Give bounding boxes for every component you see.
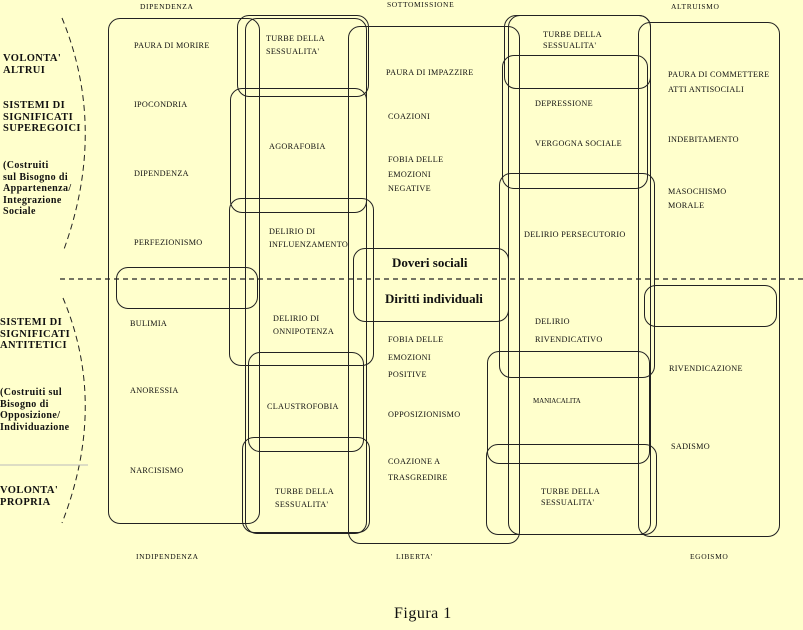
figure-caption: Figura 1 — [394, 605, 452, 622]
label-vergogna-sociale: VERGOGNA SOCIALE — [535, 139, 622, 148]
group-agorafobia — [230, 88, 367, 213]
group-depressione — [502, 55, 648, 189]
label-delirio-rivendicativo: DELIRIO RIVENDICATIVO — [535, 317, 603, 344]
group-delirio-persecutorio — [499, 173, 655, 378]
label-agorafobia: AGORAFOBIA — [269, 142, 326, 151]
group-claustrofobia — [248, 352, 364, 452]
axis-bottom-indipendenza: INDIPENDENZA — [136, 552, 199, 561]
label-paura-di-impazzire: PAURA DI IMPAZZIRE — [386, 68, 474, 77]
label-turbe-top-right: TURBE DELLA SESSUALITA' — [543, 30, 603, 50]
label-turbe-top-left: TURBE DELLA SESSUALITA' — [266, 34, 326, 56]
column-box-center — [348, 26, 520, 544]
label-masochismo-morale: MASOCHISMO MORALE — [668, 187, 727, 210]
label-narcisismo: NARCISISMO — [130, 466, 184, 475]
label-indebitamento: INDEBITAMENTO — [668, 135, 739, 144]
diritti-individuali: Diritti individuali — [385, 291, 483, 306]
costruiti-appartenenza: (Costruiti sul Bisogno di Appartenenza/ … — [3, 160, 72, 217]
label-delirio-persecutorio: DELIRIO PERSECUTORIO — [524, 230, 626, 239]
label-delirio-onnipotenza: DELIRIO DI ONNIPOTENZA — [273, 314, 335, 336]
label-rivendicazione: RIVENDICAZIONE — [669, 364, 743, 373]
label-depressione: DEPRESSIONE — [535, 99, 593, 108]
label-turbe-bottom-left: TURBE DELLA SESSUALITA' — [275, 487, 335, 509]
label-anoressia: ANORESSIA — [130, 386, 179, 395]
label-dipendenza: DIPENDENZA — [134, 169, 189, 178]
label-delirio-influenzamento: DELIRIO DI INFLUENZAMENTO — [269, 227, 349, 249]
group-rivendicazione-top — [644, 285, 777, 327]
column-box-left — [108, 18, 260, 524]
sistemi-antitetici: SISTEMI DI SIGNIFICATI ANTITETICI — [0, 317, 71, 351]
group-turbe-bottom-right — [486, 444, 657, 535]
column-box-center-left — [245, 18, 367, 534]
group-turbe-top-right — [504, 15, 651, 89]
axis-bottom-egoismo: EGOISMO — [690, 552, 729, 561]
label-paura-atti-antisociali: PAURA DI COMMETTERE ATTI ANTISOCIALI — [668, 70, 770, 94]
label-maniacalita: MANIACALITA — [533, 397, 581, 405]
axis-top-dipendenza: DIPENDENZA — [140, 2, 194, 11]
costruiti-opposizione: (Costruiti sul Bisogno di Opposizione/ I… — [0, 387, 70, 433]
volonta-propria: VOLONTA' PROPRIA — [0, 485, 59, 508]
label-turbe-bottom-right: TURBE DELLA SESSUALITA' — [541, 487, 601, 507]
label-opposizionismo: OPPOSIZIONISMO — [388, 410, 461, 419]
label-coazioni: COAZIONI — [388, 112, 430, 121]
label-perfezionismo: PERFEZIONISMO — [134, 238, 203, 247]
label-sadismo: SADISMO — [671, 442, 710, 451]
label-ipocondria: IPOCONDRIA — [134, 100, 188, 109]
group-turbe-top-left — [237, 15, 369, 97]
axis-top-altruismo: ALTRUISMO — [671, 2, 720, 11]
label-fobia-emozioni-negative: FOBIA DELLE EMOZIONI NEGATIVE — [388, 155, 444, 193]
axis-bottom-liberta: LIBERTA' — [396, 552, 433, 561]
volonta-altrui: VOLONTA' ALTRUI — [3, 53, 62, 76]
group-doveri-diritti — [353, 248, 509, 322]
label-fobia-emozioni-positive: FOBIA DELLE EMOZIONI POSITIVE — [388, 335, 444, 379]
label-coazione-a-trasgredire: COAZIONE A TRASGREDIRE — [388, 457, 448, 482]
doveri-sociali: Doveri sociali — [392, 255, 468, 270]
group-delirio-influenzamento — [229, 198, 374, 366]
group-turbe-bottom-left — [242, 437, 370, 533]
group-bulimia-bridge — [116, 267, 258, 309]
label-paura-di-morire: PAURA DI MORIRE — [134, 41, 210, 50]
label-claustrofobia: CLAUSTROFOBIA — [267, 402, 339, 411]
sistemi-superegoici: SISTEMI DI SIGNIFICATI SUPEREGOICI — [3, 100, 81, 134]
group-maniacalita — [487, 351, 650, 464]
label-bulimia: BULIMIA — [130, 319, 168, 328]
axis-top-sottomissione: SOTTOMISSIONE — [387, 0, 455, 9]
